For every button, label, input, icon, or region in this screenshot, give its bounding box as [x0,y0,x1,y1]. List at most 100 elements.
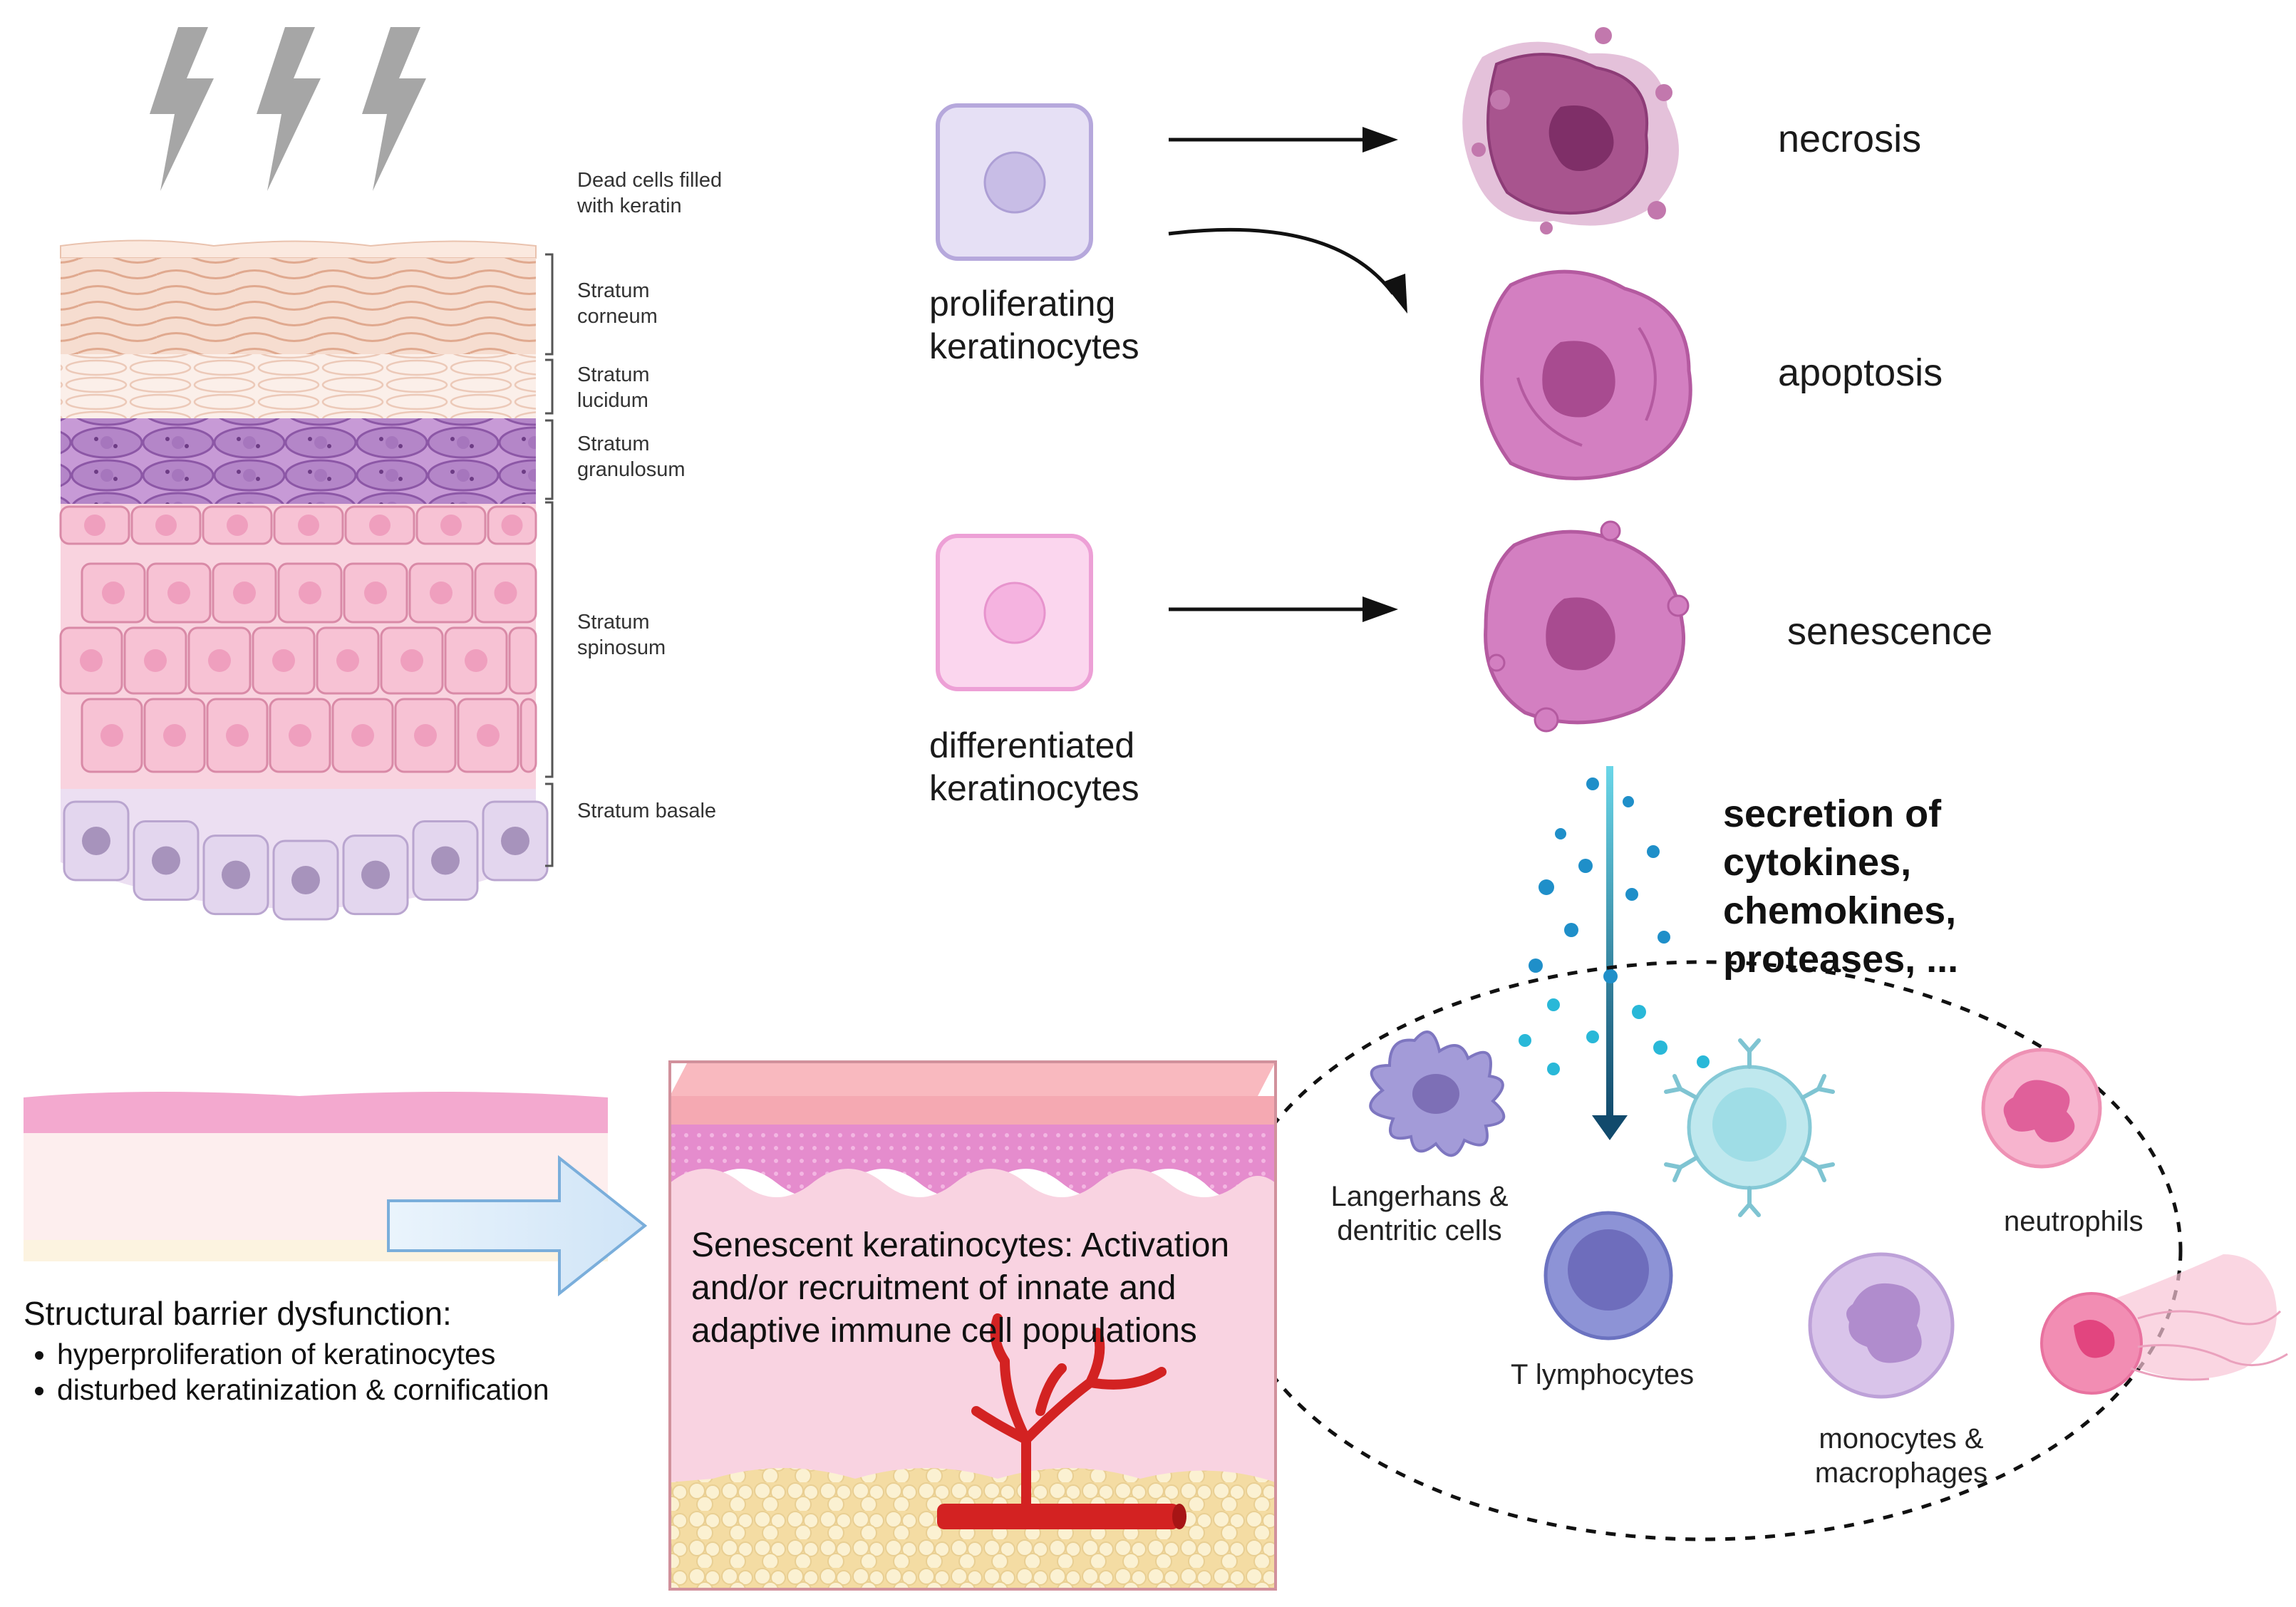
senescent-cell [1484,520,1690,733]
basale-bracket [545,782,554,867]
basale-nucleus [82,827,110,855]
spinosum-nucleus [227,515,248,536]
skin-tissue-block [668,1060,1277,1591]
senescent-box-text: Senescent keratinocytes: Activation and/… [691,1226,1230,1350]
basale-cells [63,800,549,921]
cytokine-dot [1547,1063,1560,1075]
spinosum-nucleus [144,649,167,672]
stratum-corneum-label: Stratum corneum [577,279,658,328]
layer-brackets [545,253,554,867]
spinosum-nucleus [84,515,105,536]
cytokine-dot [1529,958,1543,973]
secretion-line-1: secretion of [1723,792,1942,835]
spinosum-nucleus [102,582,125,604]
spinosum-nucleus [494,582,517,604]
spinosum-nucleus [369,515,391,536]
stratum-lucidum-label: Stratum lucidum [577,363,650,412]
cytokine-dot [1586,777,1599,790]
stratum-basale-label: Stratum basale [577,800,717,822]
neutrophils-label: neutrophils [2004,1206,2144,1237]
cytokine-dot [1647,845,1660,858]
neutrophil-net-cell [2040,1254,2288,1395]
basale-nucleus [222,860,250,889]
spinosum-bracket [545,501,554,778]
stratum-spinosum-label: Stratum spinosum [577,611,666,659]
cytokine-dot [1578,859,1593,873]
spinosum-nucleus [477,724,500,747]
secretion-arrow [1592,766,1628,1140]
barrier-bullet-1: hyperproliferation of keratinocytes [57,1336,549,1372]
spinosum-nucleus [440,515,462,536]
apoptotic-cell [1480,269,1692,480]
langerhans-dendritic-cell [1369,1030,1506,1157]
cytokine-dot [1519,1034,1531,1047]
cytokine-dot [1586,1030,1599,1043]
cytokine-dot [1632,1005,1646,1019]
senescence-label: senescence [1787,610,1993,653]
antibody-cell [1664,1038,1835,1217]
monocyte-macrophage-cell [1808,1252,1955,1399]
basale-nucleus [361,860,390,889]
cytokine-dot [1697,1055,1710,1068]
cytokine-dots [1519,777,1710,1075]
spinosum-nucleus [100,724,123,747]
proliferating-keratinocyte [936,103,1093,261]
cytokine-dot [1658,931,1670,944]
spinosum-nucleus [167,582,190,604]
spinosum-cells [59,505,537,773]
spinosum-cell [508,626,537,695]
differentiated-keratinocytes-label: differentiated keratinocytes [929,725,1139,808]
proliferating-keratinocytes-label: proliferating keratinocytes [929,284,1139,366]
monocytes-macrophages-label: monocytes & macrophages [1814,1423,1988,1489]
cytokine-dot [1603,969,1618,983]
differentiated-keratinocyte [936,534,1093,691]
necrotic-cell [1462,27,1679,234]
labels-group: Dead cells filled with keratin Stratum c… [577,169,723,822]
spinosum-nucleus [351,724,374,747]
granulosum-bracket [545,419,554,500]
basale-nucleus [152,846,180,875]
lucidum-bracket [545,358,554,415]
spinosum-nucleus [299,582,321,604]
lightning-group [150,27,426,191]
lightning-bolt-icon [150,27,214,191]
spinosum-nucleus [289,724,311,747]
cytokine-dot [1623,796,1634,807]
spinosum-nucleus [364,582,387,604]
lightning-bolt-icon [257,27,321,191]
spinosum-nucleus [501,515,523,536]
stratum-granulosum-label: Stratum granulosum [577,433,686,481]
spinosum-nucleus [400,649,423,672]
secretion-line-2: cytokines, [1723,841,1912,884]
t-lymphocyte-cell [1543,1211,1673,1340]
cytokine-dot [1625,888,1638,901]
cytokine-dot [1555,828,1566,839]
dead-cells-label: Dead cells filled with keratin [577,169,723,217]
stratum-lucidum-layer [61,354,536,418]
barrier-title: Structural barrier dysfunction: [24,1295,452,1332]
blood-vessel [937,1313,1186,1529]
spinosum-nucleus [163,724,186,747]
fate-arrows [1168,127,1407,622]
cytokine-dot [1564,923,1578,937]
basale-nucleus [501,827,529,855]
spinosum-nucleus [233,582,256,604]
stratum-corneum-layer [61,258,536,354]
spinosum-nucleus [414,724,437,747]
secretion-line-3: chemokines, [1723,889,1957,932]
spinosum-nucleus [208,649,231,672]
corneum-bracket [545,253,554,356]
spinosum-nucleus [272,649,295,672]
neutrophil-cell [1981,1048,2102,1169]
apoptosis-label: apoptosis [1778,351,1943,394]
barrier-bullet-2: disturbed keratinization & cornification [57,1372,549,1407]
spinosum-nucleus [226,724,249,747]
langerhans-label: Langerhans & dentritic cells [1330,1181,1509,1246]
hollow-right-arrow [387,1154,648,1297]
spinosum-nucleus [80,649,103,672]
spinosum-nucleus [298,515,319,536]
cytokine-dot [1547,998,1560,1011]
stratum-granulosum-layer [61,418,536,504]
spinosum-nucleus [430,582,453,604]
